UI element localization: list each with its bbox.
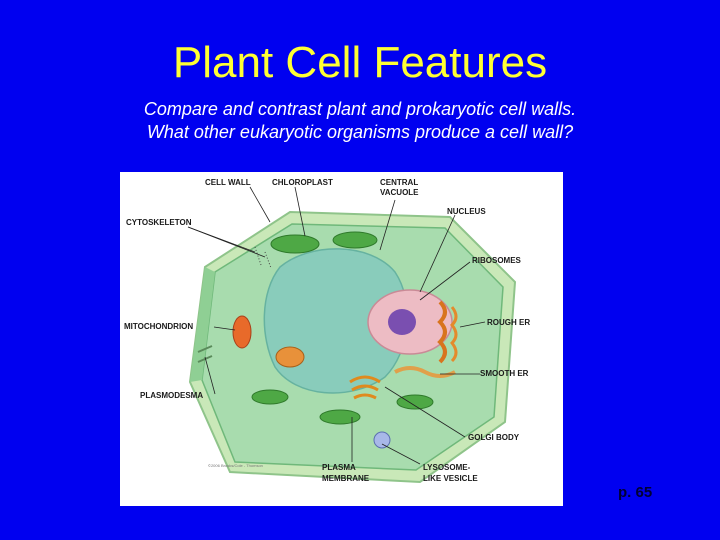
label-plasma-membrane-2: MEMBRANE <box>322 474 370 483</box>
label-cell-wall: CELL WALL <box>205 178 251 187</box>
label-mitochondrion: MITOCHONDRION <box>124 322 194 331</box>
plasmodesma <box>197 345 213 363</box>
plant-cell-illustration <box>187 186 517 484</box>
chloroplast <box>251 389 289 405</box>
label-chloroplast: CHLOROPLAST <box>272 178 333 187</box>
mitochondrion <box>275 346 305 368</box>
label-golgi-body: GOLGI BODY <box>468 433 520 442</box>
label-central-vacuole-2: VACUOLE <box>380 188 419 197</box>
slide-subtitle-line2: What other eukaryotic organisms produce … <box>146 122 574 142</box>
label-plasma-membrane-1: PLASMA <box>322 463 356 472</box>
chloroplast <box>396 394 434 410</box>
cytoskeleton <box>254 246 272 269</box>
slide-subtitle-line1: Compare and contrast plant and prokaryot… <box>143 99 577 119</box>
label-plasmodesma: PLASMODESMA <box>140 391 204 400</box>
chloroplast <box>332 231 378 249</box>
lysosome-vesicle <box>373 431 391 449</box>
label-lysosome-1: LYSOSOME- <box>423 463 471 472</box>
plant-cell-figure: CELL WALL CHLOROPLAST CENTRAL VACUOLE NU… <box>120 172 563 506</box>
chloroplast <box>270 234 320 254</box>
mitochondrion <box>232 315 252 349</box>
copyright-note: ©2006 Brooks/Cole - Thomson <box>208 463 263 468</box>
label-central-vacuole-1: CENTRAL <box>380 178 419 187</box>
label-rough-er: ROUGH ER <box>487 318 531 327</box>
chloroplast <box>319 409 361 425</box>
leader-lines <box>187 186 486 465</box>
label-cytoskeleton: CYTOSKELETON <box>126 218 192 227</box>
cell-side-face <box>190 267 215 382</box>
label-nucleus: NUCLEUS <box>447 207 486 216</box>
slide-title: Plant Cell Features <box>172 38 548 87</box>
rough-er <box>437 300 447 364</box>
smooth-er <box>394 366 456 378</box>
golgi-body <box>349 375 381 400</box>
rough-er <box>449 306 458 363</box>
label-ribosomes: RIBOSOMES <box>472 256 521 265</box>
nucleolus <box>388 309 416 335</box>
page-reference: p. 65 <box>618 484 653 501</box>
label-lysosome-2: LIKE VESICLE <box>423 474 478 483</box>
label-smooth-er: SMOOTH ER <box>480 369 529 378</box>
